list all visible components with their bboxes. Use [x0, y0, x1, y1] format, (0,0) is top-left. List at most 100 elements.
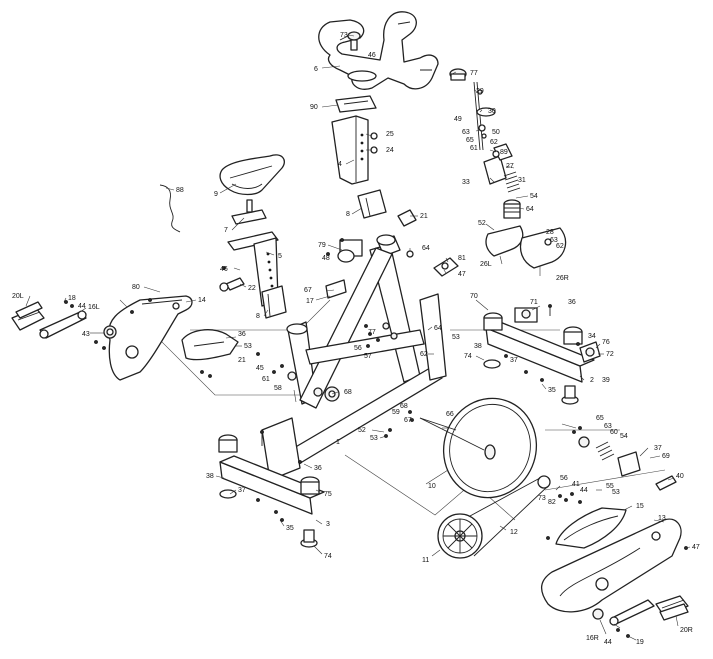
callout-88: 88	[176, 187, 184, 194]
callout-53: 53	[244, 343, 252, 350]
brake-rod-part	[473, 81, 496, 151]
callout-11: 11	[422, 557, 429, 564]
stabilizer-bolts	[504, 304, 580, 382]
callout-41: 41	[572, 481, 580, 488]
rear-stabilizer-part	[218, 430, 325, 548]
cable-part	[159, 184, 181, 233]
callout-14: 14	[198, 297, 206, 304]
callout-71: 71	[530, 299, 538, 306]
callout-21: 21	[420, 213, 428, 220]
callout-37c: 37	[238, 487, 246, 494]
callout-58: 58	[274, 385, 282, 392]
callout-29: 29	[476, 88, 484, 95]
callout-68b: 68	[400, 403, 408, 410]
frame-fittings	[287, 209, 459, 402]
callout-82: 82	[548, 499, 556, 506]
chain-part	[469, 475, 551, 557]
callout-64c: 64	[526, 206, 534, 213]
callout-35b: 35	[286, 525, 294, 532]
chainwheel-part	[437, 513, 483, 559]
callout-73b: 73	[538, 495, 546, 502]
callout-73: 73	[340, 32, 348, 39]
callout-45: 45	[256, 365, 264, 372]
callout-31: 31	[518, 177, 526, 184]
callout-18: 18	[68, 295, 76, 302]
callout-1: 1	[336, 439, 340, 446]
callout-43: 43	[82, 331, 90, 338]
callout-62: 62	[420, 351, 428, 358]
callout-13: 13	[658, 515, 666, 522]
callout-36: 36	[238, 331, 246, 338]
callout-17: 17	[306, 298, 314, 305]
callout-leaders	[25, 34, 691, 641]
pedal-left-part	[11, 301, 45, 331]
callout-63b: 63	[462, 129, 470, 136]
callout-68: 68	[344, 389, 352, 396]
handlebar-post-part	[331, 95, 378, 185]
callout-9: 9	[214, 191, 218, 198]
callout-30: 30	[488, 108, 496, 115]
callout-8: 8	[346, 211, 350, 218]
callout-7: 7	[224, 227, 228, 234]
brake-knob-part	[449, 68, 467, 81]
callout-16L: 16L	[88, 304, 100, 311]
sleeve-part-8b	[357, 189, 387, 219]
callout-20R: 20R	[680, 627, 693, 634]
crank-right-part	[609, 599, 655, 626]
callout-72: 72	[606, 351, 614, 358]
callout-4: 4	[338, 161, 342, 168]
callout-46b: 46	[220, 266, 228, 273]
callout-38: 38	[474, 343, 482, 350]
callout-25: 25	[386, 131, 394, 138]
callout-44: 44	[78, 303, 86, 310]
brake-arm-right-part	[519, 227, 567, 269]
callout-46: 46	[368, 52, 376, 59]
callout-69: 69	[662, 453, 670, 460]
callout-28: 28	[546, 229, 554, 236]
callout-26L: 26L	[480, 261, 492, 268]
callout-3: 3	[326, 521, 330, 528]
callout-54b: 54	[530, 193, 538, 200]
callout-64b: 64	[434, 325, 442, 332]
chain-guard-right-part	[541, 518, 682, 613]
callout-20L: 20L	[12, 293, 24, 300]
callout-47: 47	[458, 271, 466, 278]
callout-24: 24	[386, 147, 394, 154]
callout-53d: 53	[612, 489, 620, 496]
callout-12: 12	[510, 529, 518, 536]
callout-44c: 44	[604, 639, 612, 646]
callout-10: 10	[428, 483, 436, 490]
small-hardware-right	[592, 546, 688, 638]
callout-53c: 53	[370, 435, 378, 442]
callout-75: 75	[324, 491, 332, 498]
callout-27: 27	[506, 163, 514, 170]
chain-guard-left-part	[108, 295, 193, 381]
callout-65b: 65	[466, 137, 474, 144]
callout-44b: 44	[580, 487, 588, 494]
callout-59: 59	[392, 409, 400, 416]
callout-55: 55	[606, 483, 614, 490]
callout-52: 52	[358, 427, 366, 434]
callout-labels: 73 46 6 90 25 24 4 88 9 8 21 7 79 64 5 4…	[12, 32, 700, 646]
callout-90: 90	[310, 104, 318, 111]
callout-56: 56	[354, 345, 362, 352]
callout-39: 39	[602, 377, 610, 384]
chain-guard-bracket-part-36	[181, 329, 239, 361]
small-hardware-left	[64, 298, 152, 350]
callout-57: 57	[364, 353, 372, 360]
callout-56b: 56	[560, 475, 568, 482]
callout-80: 80	[132, 284, 140, 291]
callout-52b: 52	[478, 220, 486, 227]
callout-26R: 26R	[556, 275, 569, 282]
callout-60: 60	[610, 429, 618, 436]
callout-53b: 53	[452, 334, 460, 341]
callout-77: 77	[368, 329, 376, 336]
brake-pad-part	[503, 199, 521, 219]
misc-hardware	[200, 238, 582, 540]
brake-housing-part	[483, 143, 513, 185]
callout-16R: 16R	[586, 635, 599, 642]
callout-79: 79	[318, 242, 326, 249]
callout-67b: 67	[404, 417, 412, 424]
callout-36b: 36	[568, 299, 576, 306]
